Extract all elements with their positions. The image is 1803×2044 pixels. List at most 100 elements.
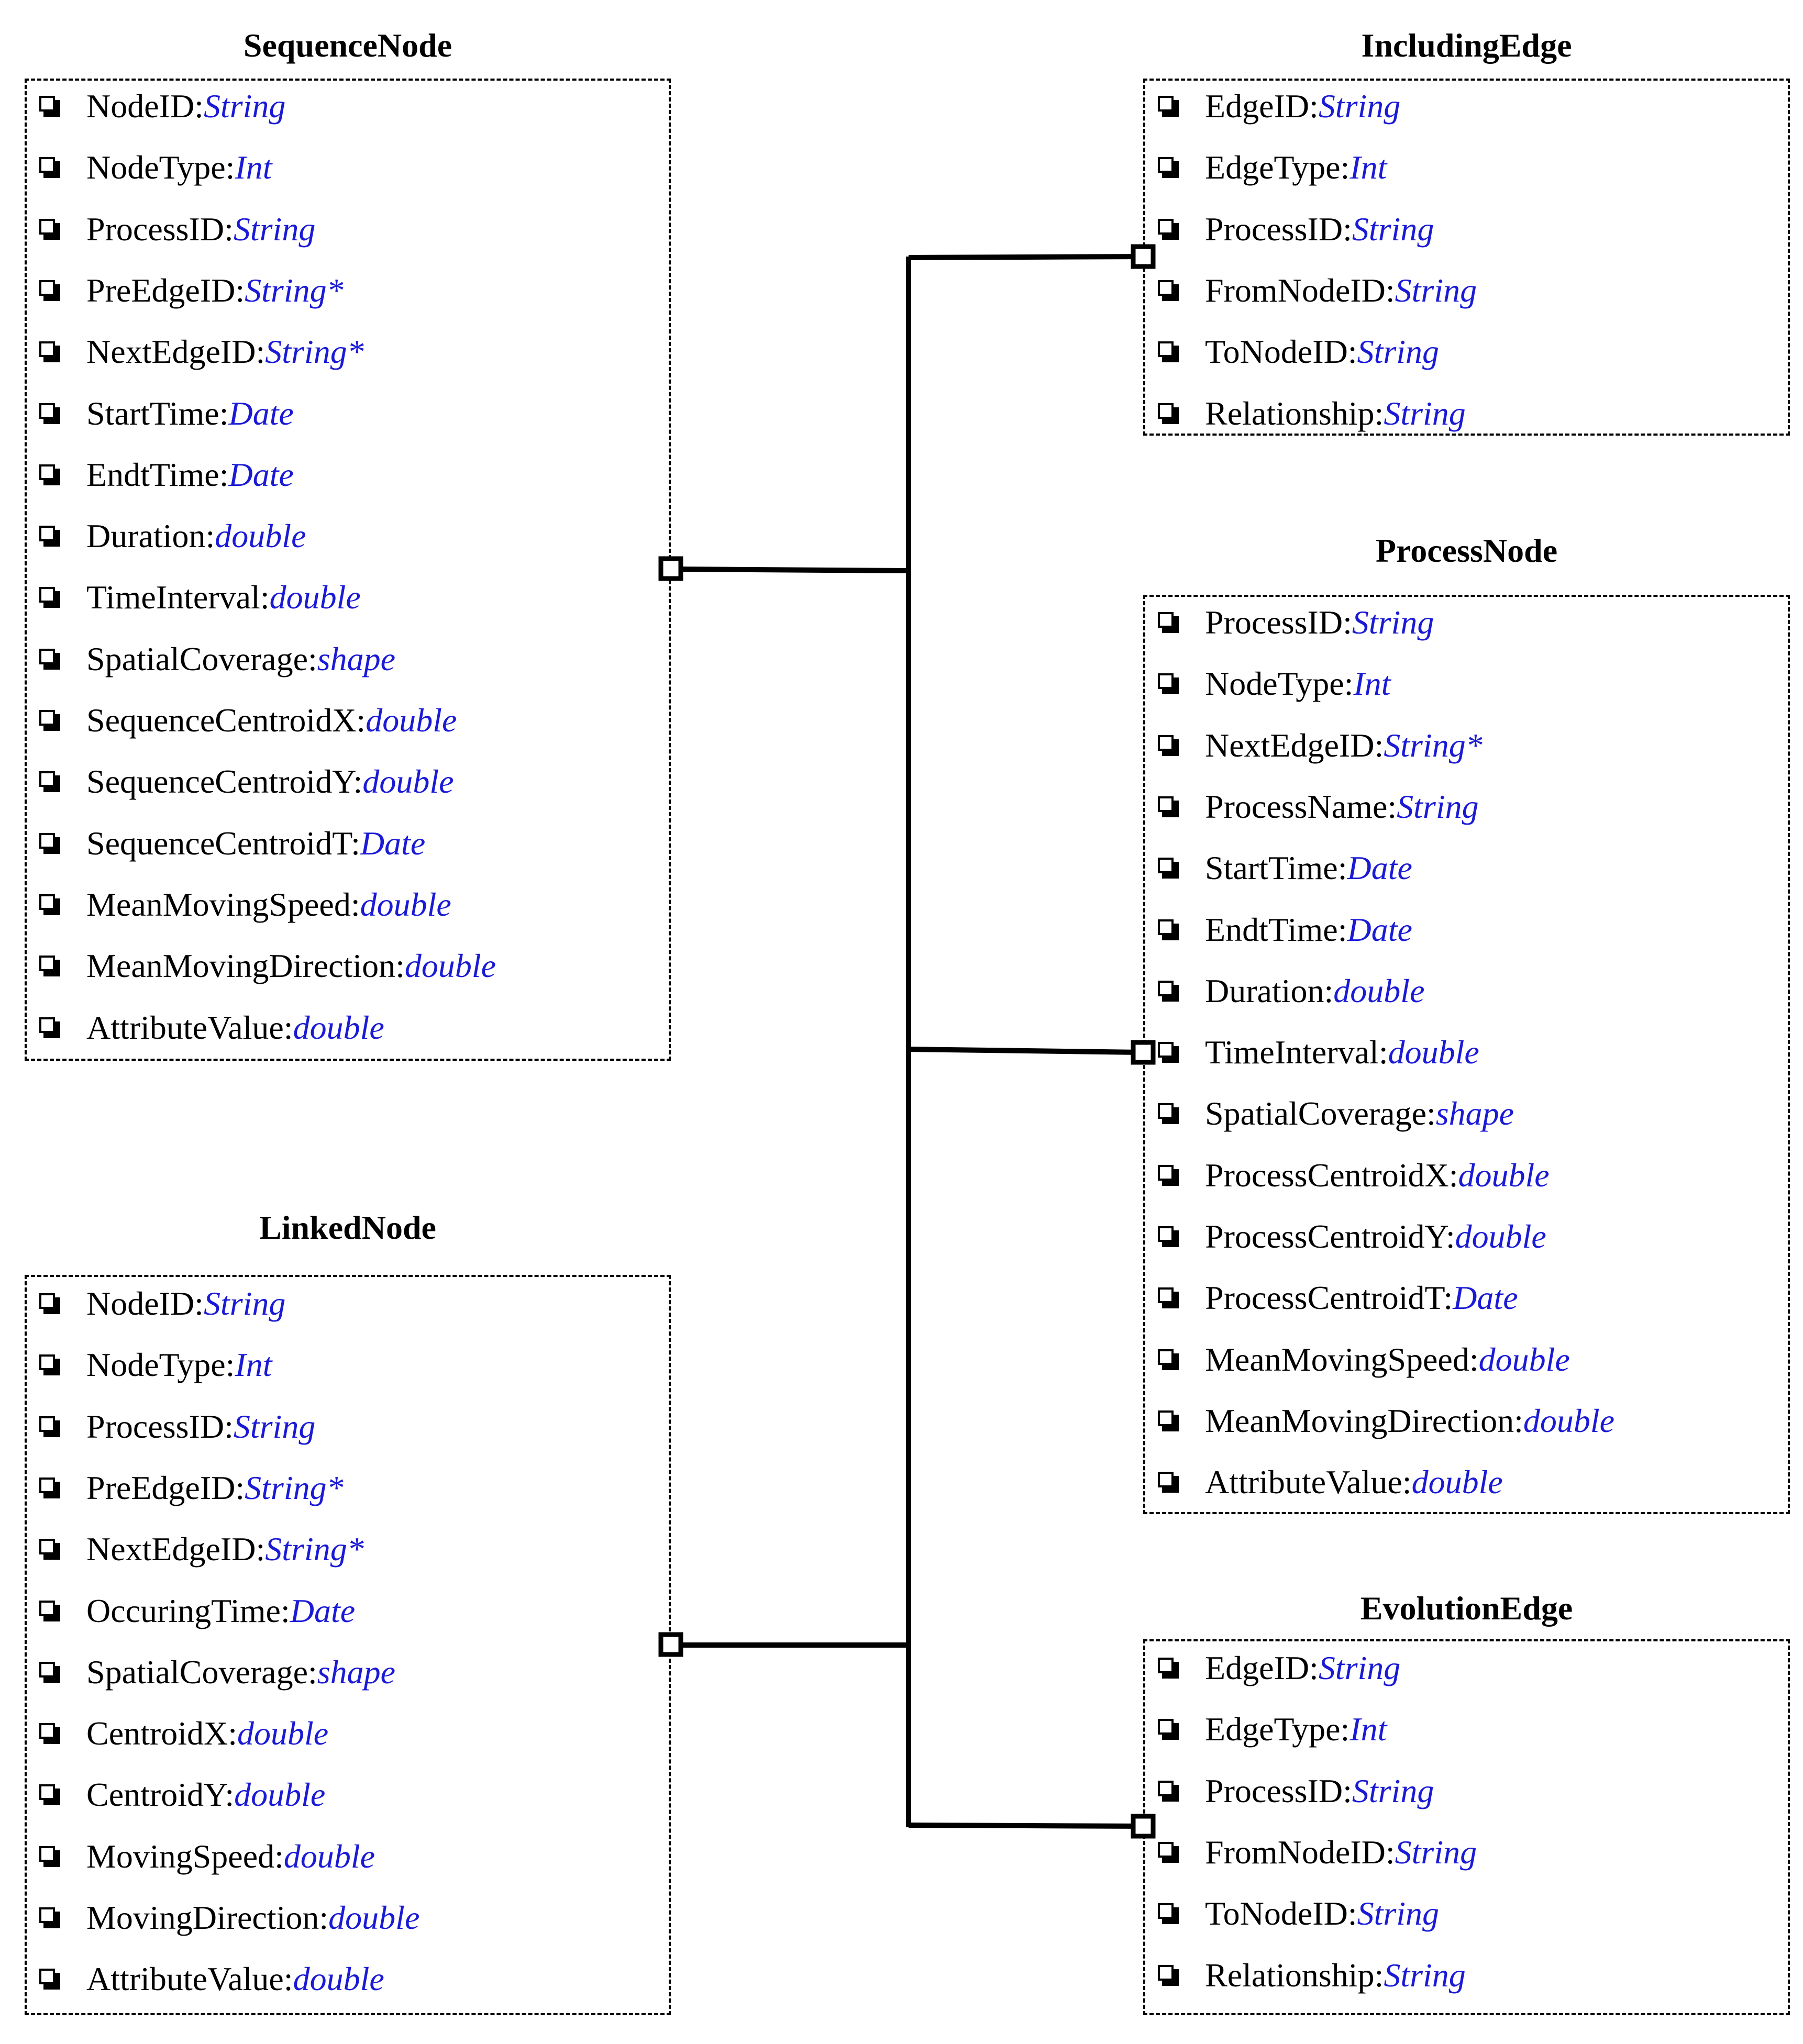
attribute-type: double [293,1008,384,1046]
checkbox-icon [1158,858,1179,879]
checkbox-icon [1158,1964,1179,1986]
attribute-name: MeanMovingSpeed: [86,885,360,923]
attribute-name: ProcessID: [1205,604,1352,641]
checkbox-icon [1158,157,1179,179]
attribute-row: StartTime:Date [1145,847,1412,889]
checkbox-icon [39,157,60,179]
checkbox-icon [1158,1472,1179,1493]
attribute-name: EdgeID: [1205,1649,1319,1686]
attribute-type: double [362,763,454,801]
attribute-name: NextEdgeID: [86,333,266,371]
attribute-row: CentroidY:double [27,1774,325,1816]
attribute-name: ProcessCentroidT: [1205,1279,1453,1317]
attribute-row: AttributeValue:double [27,1958,384,2000]
attribute-name: PreEdgeID: [86,271,245,309]
attribute-name: SequenceCentroidT: [86,824,360,862]
attribute-type: double [1455,1218,1546,1255]
attribute-name: MovingSpeed: [86,1837,284,1875]
attribute-row: ProcessCentroidY:double [1145,1216,1546,1258]
checkbox-icon [39,1293,60,1314]
attribute-row: SpatialCoverage:shape [27,1651,395,1693]
attribute-type: Date [1347,849,1412,887]
attribute-name: ProcessCentroidX: [1205,1156,1458,1194]
attribute-type: double [1478,1340,1570,1378]
attribute-name: MeanMovingSpeed: [1205,1340,1479,1378]
checkbox-icon [39,218,60,240]
attribute-name: FromNodeID: [1205,271,1395,309]
checkbox-icon [39,771,60,793]
attribute-name: Relationship: [1205,394,1384,432]
attribute-name: ProcessName: [1205,787,1397,825]
port-sequence-node [658,556,683,581]
checkbox-icon [1158,1226,1179,1247]
checkbox-icon [1158,1164,1179,1186]
attribute-type: double [1458,1156,1550,1194]
port-evolution-edge [1131,1814,1156,1839]
evolution-edge-title: EvolutionEdge [1360,1590,1573,1627]
attribute-type: double [1333,972,1425,1009]
attribute-name: NodeID: [86,1285,204,1322]
attribute-type: Int [1350,149,1387,186]
attribute-row: ToNodeID:String [1145,331,1439,373]
attribute-type: Int [1350,1710,1387,1748]
attribute-name: MeanMovingDirection: [1205,1402,1523,1439]
attribute-type: Date [290,1592,356,1629]
checkbox-icon [1158,673,1179,695]
attribute-row: MeanMovingDirection:double [1145,1400,1614,1442]
attribute-name: ToNodeID: [1205,1895,1357,1932]
attribute-type: double [1411,1463,1503,1501]
attribute-type: String [1352,604,1434,641]
attribute-type: Date [228,394,294,432]
attribute-row: ProcessID:String [1145,1770,1434,1812]
attribute-name: NodeType: [1205,665,1354,703]
attribute-name: ProcessID: [86,210,234,248]
attribute-row: EndtTime:Date [27,454,294,496]
checkbox-icon [39,1661,60,1683]
attribute-name: SpatialCoverage: [86,640,317,677]
attribute-type: String [1397,787,1479,825]
attribute-name: NextEdgeID: [1205,726,1384,764]
attribute-row: EndtTime:Date [1145,909,1412,951]
checkbox-icon [39,403,60,424]
attribute-type: String* [265,1530,364,1568]
attribute-type: double [293,1960,384,1998]
attribute-type: double [1388,1034,1479,1071]
attribute-row: ProcessID:String [27,1406,315,1448]
attribute-name: EndtTime: [86,456,229,493]
attribute-type: double [328,1899,420,1936]
attribute-name: SpatialCoverage: [86,1653,317,1691]
port-process-node [1131,1040,1156,1065]
attribute-name: MeanMovingDirection: [86,947,405,985]
checkbox-icon [39,832,60,854]
process-node-title: ProcessNode [1375,532,1558,569]
attribute-type: shape [317,640,396,677]
attribute-row: NextEdgeID:String* [27,331,364,373]
attribute-name: CentroidX: [86,1715,237,1752]
attribute-row: Relationship:String [1145,393,1466,435]
attribute-type: double [404,947,496,985]
checkbox-icon [39,1600,60,1621]
attribute-type: double [237,1715,329,1752]
attribute-type: String [1384,394,1466,432]
attribute-name: ToNodeID: [1205,333,1357,371]
attribute-row: ProcessCentroidT:Date [1145,1277,1518,1319]
attribute-row: ProcessID:String [1145,208,1434,250]
attribute-type: double [360,885,451,923]
checkbox-icon [1158,1658,1179,1679]
connector-lines [671,254,1144,1829]
attribute-type: String [1352,1772,1434,1809]
attribute-name: AttributeValue: [1205,1463,1412,1501]
attribute-type: Int [235,1346,272,1384]
attribute-row: MovingDirection:double [27,1897,419,1939]
attribute-name: AttributeValue: [86,1960,293,1998]
attribute-type: Int [235,149,272,186]
checkbox-icon [1158,735,1179,756]
including-edge-title: IncludingEdge [1361,27,1572,64]
attribute-type: String [1357,1895,1440,1932]
checkbox-icon [39,1784,60,1806]
attribute-row: EdgeType:Int [1145,147,1387,188]
checkbox-icon [39,1723,60,1745]
